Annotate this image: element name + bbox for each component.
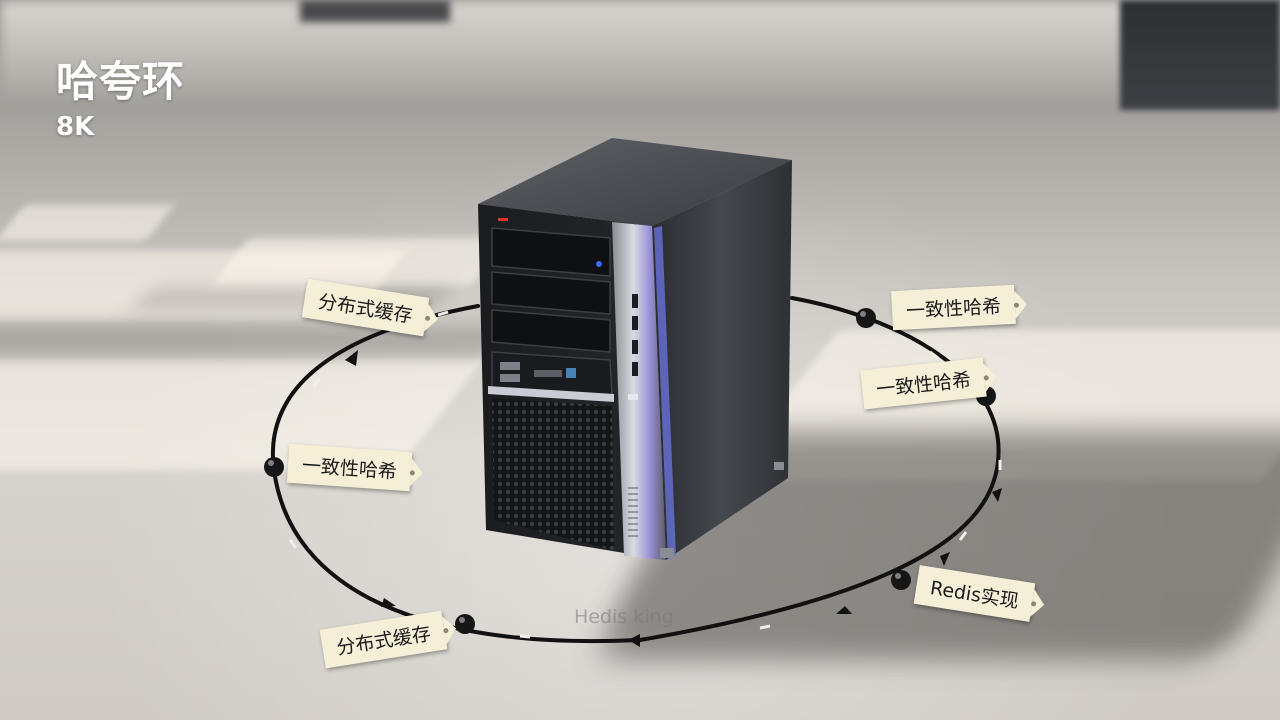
usb-c-port-icon [566,368,576,378]
drive-bay [491,309,611,353]
ring-node [891,570,911,590]
node-highlight [895,573,901,579]
tower-side [652,160,792,560]
trim-port-icon [632,362,638,376]
tag-label: 一致性哈希 [875,369,973,401]
ring-dash [312,377,322,387]
ring-arrow [628,634,640,647]
trim-port-icon [632,294,638,308]
tag-label: Redis实现 [928,577,1021,613]
ring-tag-consistent-hashing-top-right: 一致性哈希 [891,284,1020,331]
node-highlight [268,460,274,466]
ring-node [856,308,876,328]
tag-label: 分布式缓存 [316,290,414,328]
ring-dash [288,539,298,549]
ring-segment [270,304,642,644]
trim-button-icon [628,394,638,400]
tag-label: 一致性哈希 [905,295,1002,323]
drive-bay [491,227,611,277]
node-highlight [459,617,465,623]
tag-label: 一致性哈希 [301,454,398,484]
ring-arrow [381,598,396,607]
red-led-icon [498,218,508,221]
tag-hole [983,374,989,381]
chrome-strip [488,386,614,402]
back-wall [0,0,1280,110]
ring-dash [759,624,771,630]
ring-dash [519,634,531,639]
ring-node [264,457,284,477]
ring-arrow [345,350,358,366]
watermark-text: Hedis king [574,606,674,628]
ring-arrow [992,488,1002,502]
node-highlight [860,311,866,317]
tower-blue-glow [654,226,676,560]
tag-hole [1031,600,1037,607]
tower-foot [660,548,674,558]
drive-bay [491,271,611,315]
tower-trim [612,222,666,560]
ring-arrow [836,606,852,614]
tag-hole [424,314,431,321]
hero-subtitle: 8K [56,112,95,142]
trim-port-icon [632,316,638,330]
ring-dash [437,310,449,317]
tag-hole [409,469,415,476]
tag-hole [1013,302,1020,308]
hero-title: 哈夸环 [56,57,186,106]
ring-dash [929,350,939,360]
ring-node [455,614,475,634]
tower-top [478,138,792,226]
tag-hole [442,627,449,633]
mesh-grille [492,398,614,550]
tower-foot [774,462,784,470]
ring-dash [958,531,968,541]
ring-segment [638,296,1001,642]
usb-port-icon [500,374,520,382]
background-furniture-far [300,0,450,22]
background-furniture [1120,0,1280,110]
ring-arrow [940,552,950,566]
trim-port-icon [632,340,638,354]
usb-port-icon [500,362,520,370]
card-reader-icon [534,370,562,377]
power-led-icon [596,261,602,267]
tag-label: 分布式缓存 [335,622,433,660]
